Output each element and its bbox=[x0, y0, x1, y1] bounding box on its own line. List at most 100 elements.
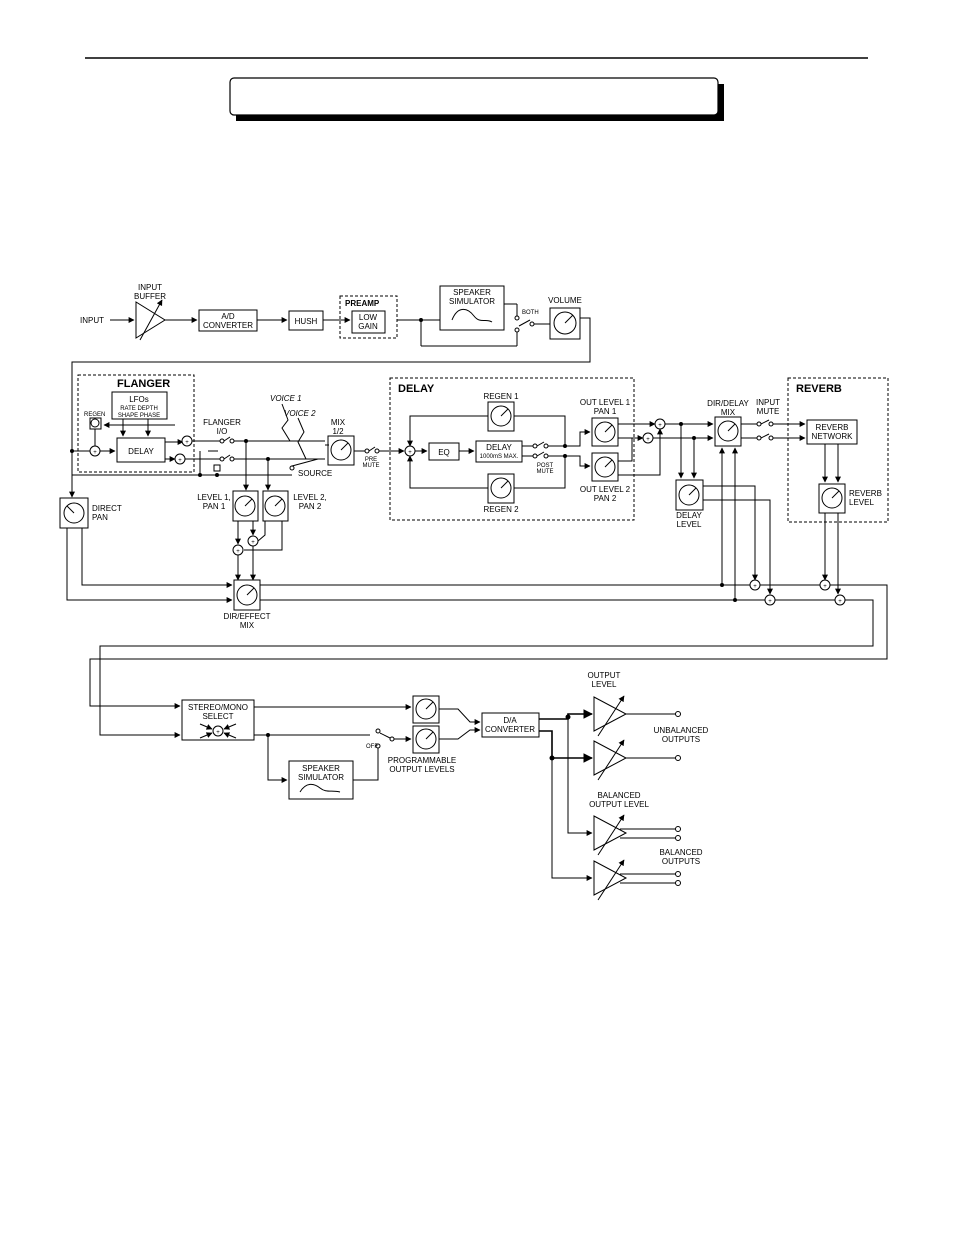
balanced-out-1b bbox=[675, 835, 681, 841]
flanger-io-label-2: I/O bbox=[217, 427, 228, 436]
preamp-group bbox=[339, 295, 398, 339]
unbalanced-out-2 bbox=[675, 755, 681, 761]
dir-effect-label: DIR/EFFECT bbox=[223, 612, 270, 621]
preamp-label: PREAMP bbox=[345, 299, 380, 308]
flanger-io-label: FLANGER bbox=[203, 418, 241, 427]
svg-text:+: + bbox=[93, 450, 97, 456]
eq-label: EQ bbox=[438, 448, 450, 457]
eq-curve-icon bbox=[451, 308, 493, 323]
out-level2-label-2: PAN 2 bbox=[594, 494, 617, 503]
voice2-label: VOICE 2 bbox=[284, 409, 316, 418]
balanced-label-2: OUTPUTS bbox=[662, 857, 700, 866]
out-level1-label-2: PAN 1 bbox=[594, 407, 617, 416]
mix-label: MIX bbox=[331, 418, 346, 427]
svg-text:+: + bbox=[646, 437, 650, 443]
both-label: BOTH bbox=[522, 310, 539, 316]
balanced-level-label: BALANCED bbox=[597, 791, 640, 800]
off-label: OFF bbox=[366, 744, 378, 750]
reverb-network-label: REVERB bbox=[816, 423, 849, 432]
flanger-delay-block bbox=[116, 437, 166, 463]
eq-curve-icon-2 bbox=[299, 783, 341, 793]
regen1-label: REGEN 1 bbox=[483, 392, 519, 401]
delay-level-label: DELAY bbox=[676, 511, 702, 520]
reverb-section: INPUT MUTE REVERB REVERB NETWORK REVERB … bbox=[89, 377, 889, 738]
lfo-params: RATE DEPTH bbox=[120, 406, 158, 412]
balanced-out-1a bbox=[675, 826, 681, 832]
post-mute-label-2: MUTE bbox=[537, 469, 554, 475]
output-amp-2 bbox=[593, 740, 628, 776]
flanger-section: FLANGER LFOs RATE DEPTH SHAPE PHASE REGE… bbox=[59, 374, 765, 630]
reverb-network-label-2: NETWORK bbox=[812, 432, 854, 441]
delay-title: DELAY bbox=[398, 383, 435, 395]
svg-text:+: + bbox=[216, 730, 220, 736]
delay-block bbox=[475, 440, 523, 463]
balanced-level-label-2: OUTPUT LEVEL bbox=[589, 800, 649, 809]
balanced-out-2a bbox=[675, 871, 681, 877]
spk-sim-label-2: SIMULATOR bbox=[449, 297, 495, 306]
reverb-level-label-2: LEVEL bbox=[849, 498, 874, 507]
lfo-params-2: SHAPE PHASE bbox=[118, 413, 160, 419]
pre-mute-label-2: MUTE bbox=[363, 463, 380, 469]
da-converter-block bbox=[481, 712, 540, 738]
balanced-out-2b bbox=[675, 880, 681, 886]
title-box bbox=[229, 77, 719, 116]
svg-text:+: + bbox=[178, 458, 182, 464]
spk-sim-label: SPEAKER bbox=[453, 288, 491, 297]
input-label: INPUT bbox=[80, 316, 104, 325]
output-section: STEREO/MONO SELECT + SPEAKER SIMULATOR O… bbox=[181, 671, 709, 901]
stereo-mono-label: STEREO/MONO bbox=[188, 703, 248, 712]
level2-label-2: PAN 2 bbox=[299, 502, 322, 511]
out-level2-label: OUT LEVEL 2 bbox=[580, 485, 631, 494]
regen-knob bbox=[90, 418, 100, 428]
output-amp-3 bbox=[593, 815, 628, 851]
regen2-label: REGEN 2 bbox=[483, 505, 519, 514]
level2-label: LEVEL 2, bbox=[293, 493, 327, 502]
spk-sim2-label: SPEAKER bbox=[302, 764, 340, 773]
hush-label: HUSH bbox=[295, 317, 318, 326]
svg-text:+: + bbox=[823, 584, 827, 590]
da-label-2: CONVERTER bbox=[485, 725, 535, 734]
svg-text:+: + bbox=[753, 584, 757, 590]
svg-text:+: + bbox=[251, 540, 255, 546]
input-mute-label: INPUT bbox=[756, 398, 780, 407]
spk-sim2-label-2: SIMULATOR bbox=[298, 773, 344, 782]
regen-label: REGEN bbox=[84, 412, 105, 418]
post-mute-label: POST bbox=[537, 463, 554, 469]
flanger-group bbox=[77, 374, 195, 473]
flanger-delay-label: DELAY bbox=[128, 447, 154, 456]
low-gain-label: LOW bbox=[359, 313, 378, 322]
delay-level-label-2: LEVEL bbox=[677, 520, 702, 529]
reverb-title: REVERB bbox=[796, 383, 842, 395]
programmable-label-2: OUTPUT LEVELS bbox=[389, 765, 454, 774]
direct-pan-label: DIRECT bbox=[92, 504, 122, 513]
svg-text:+: + bbox=[658, 423, 662, 429]
low-gain-block bbox=[351, 310, 386, 334]
mix-label-2: 1/2 bbox=[332, 427, 344, 436]
output-level-label: OUTPUT bbox=[588, 671, 621, 680]
svg-text:+: + bbox=[838, 599, 842, 605]
svg-text:+: + bbox=[408, 450, 412, 456]
source-label: SOURCE bbox=[298, 469, 332, 478]
output-amp-1 bbox=[593, 696, 628, 732]
input-buffer-label: INPUT bbox=[138, 283, 162, 292]
direct-pan-label-2: PAN bbox=[92, 513, 108, 522]
level1-label-2: PAN 1 bbox=[203, 502, 226, 511]
unbalanced-out-1 bbox=[675, 711, 681, 717]
output-level-label-2: LEVEL bbox=[592, 680, 617, 689]
reverb-network-block bbox=[806, 419, 858, 445]
input-buffer-label-2: BUFFER bbox=[134, 292, 166, 301]
input-chain: INPUT INPUT BUFFER A/D CONVERTER HUSH PR… bbox=[71, 283, 591, 450]
unbalanced-label-2: OUTPUTS bbox=[662, 735, 700, 744]
ad-label-2: CONVERTER bbox=[203, 321, 253, 330]
reverb-level-label: REVERB bbox=[849, 489, 882, 498]
reverb-group bbox=[787, 377, 889, 523]
balanced-label: BALANCED bbox=[659, 848, 702, 857]
speaker-simulator-2 bbox=[288, 760, 354, 800]
flanger-title: FLANGER bbox=[117, 378, 170, 390]
programmable-label: PROGRAMMABLE bbox=[388, 756, 456, 765]
svg-text:+: + bbox=[236, 549, 240, 555]
delay-section: DELAY + EQ DELAY 1000mS MAX. POST MUTE R… bbox=[389, 377, 773, 602]
unbalanced-label: UNBALANCED bbox=[654, 726, 709, 735]
da-label: D/A bbox=[503, 716, 517, 725]
